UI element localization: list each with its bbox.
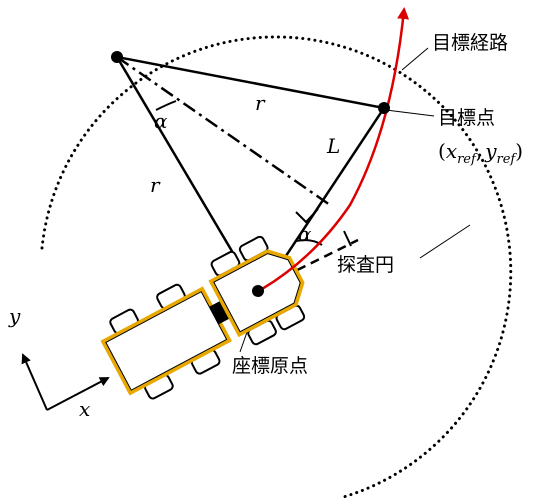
coord-close-paren: ) (515, 139, 523, 163)
apex-point (111, 51, 123, 63)
axis-y-line (21, 353, 48, 411)
right-angle-marker (295, 208, 319, 224)
leader-target-path (401, 47, 429, 71)
radius-line-left (115, 56, 238, 259)
coordinate-origin-label: 座標原点 (232, 355, 308, 377)
radius-label-top: r (255, 91, 266, 115)
vehicle-rear (100, 283, 232, 400)
axis-x-line (46, 377, 110, 411)
leader-search-circle (419, 224, 471, 259)
front-body-outline (213, 253, 301, 333)
alpha-label-apex: α (154, 109, 168, 133)
target-path-curve (261, 7, 410, 291)
coord-ref-2: ref (497, 152, 518, 167)
coord-ref-1: ref (457, 152, 478, 167)
lookahead-label: L (326, 134, 340, 158)
heading-right-angle-marker (343, 230, 352, 247)
perpendicular-dashdot (116, 55, 331, 207)
alpha-arc-apex (155, 100, 177, 111)
radius-label-left: r (150, 173, 161, 197)
alpha-label-vehicle: α (298, 222, 312, 246)
radius-line-top (116, 55, 385, 110)
lookahead-line (266, 107, 386, 284)
coord-y: y (484, 139, 497, 163)
target-coordinate-label: (xref,yref) (438, 139, 523, 167)
search-circle-label: 探査円 (337, 254, 394, 276)
leader-target-point (385, 109, 435, 117)
axis-x-label: x (79, 397, 90, 421)
target-path-label: 目標経路 (432, 32, 508, 54)
origin-point (252, 285, 264, 297)
coord-comma: , (476, 139, 482, 163)
axis-y-label: y (8, 304, 21, 328)
hitch (209, 301, 230, 325)
target-point-label: 目標点 (438, 107, 495, 129)
coord-open-paren: ( (438, 139, 446, 163)
rear-body-outline (105, 291, 228, 391)
coord-x: x (446, 139, 457, 163)
target-point-dot (378, 102, 390, 114)
